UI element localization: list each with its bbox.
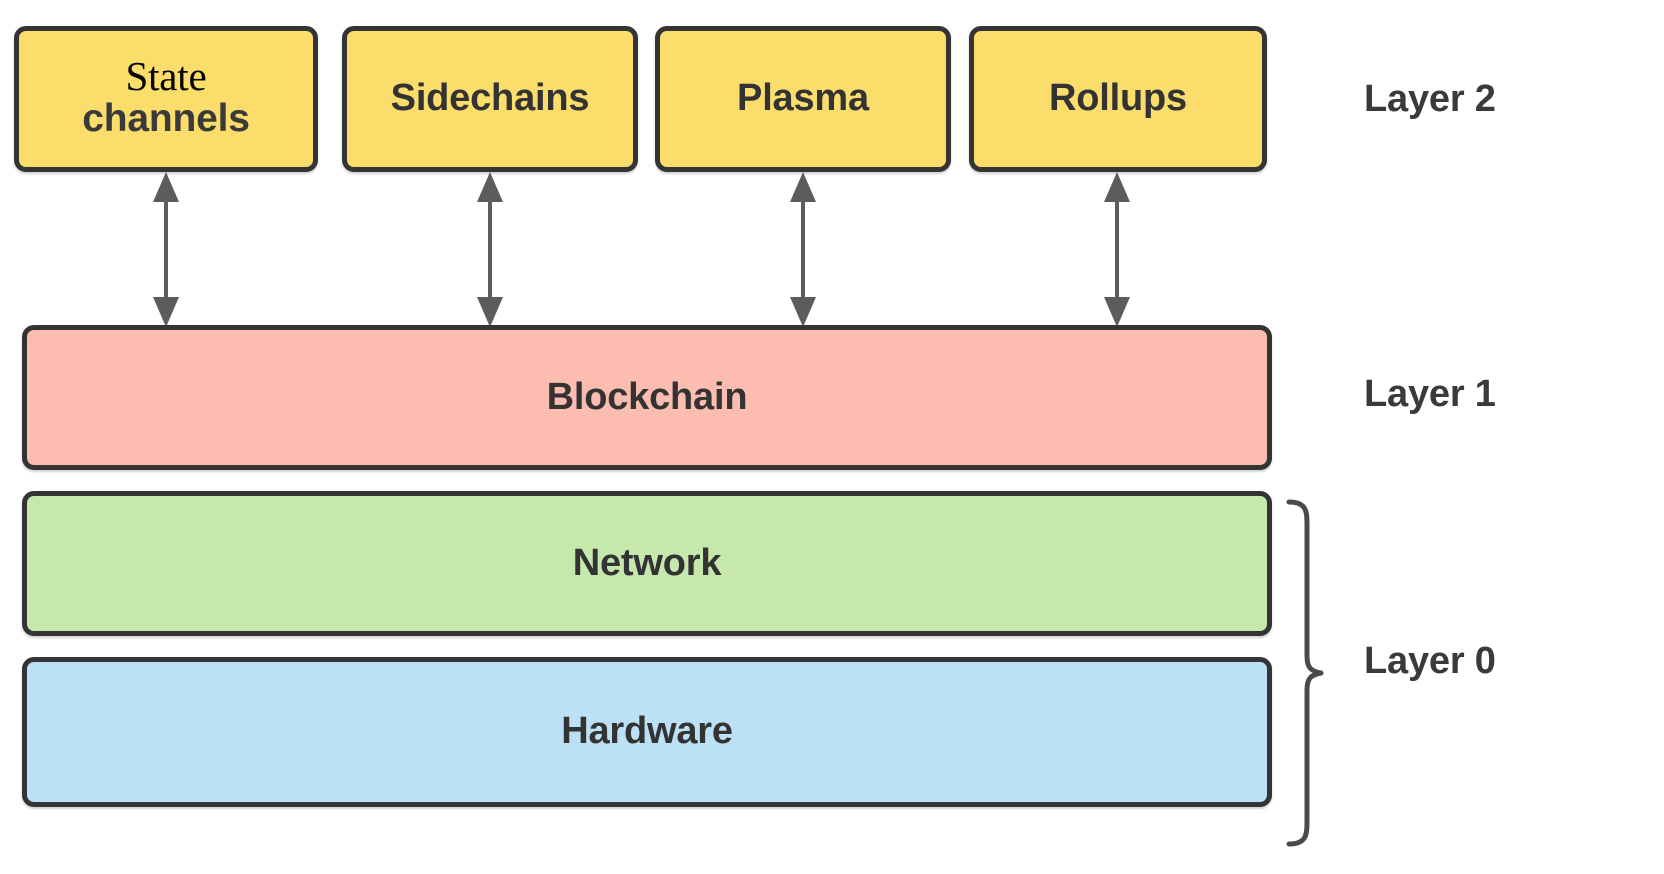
node-rollups-label: Rollups [1049,77,1187,120]
double-arrow-icon-plasma [790,172,816,327]
node-rollups[interactable]: Rollups [969,26,1267,172]
state-channels-label-line2: channels [82,96,250,140]
layer-label-layer-0: Layer 0 [1364,640,1496,683]
layer-label-layer-2: Layer 2 [1364,78,1496,121]
node-hardware-label: Hardware [561,710,733,753]
state-channels-label-line1: State [125,52,207,99]
layer-label-layer-1: Layer 1 [1364,373,1496,416]
double-arrow-icon-sidechains [477,172,503,327]
node-blockchain-label: Blockchain [546,375,748,418]
node-blockchain[interactable]: Blockchain [22,325,1272,470]
node-state-channels[interactable]: State channels [14,26,318,172]
node-plasma[interactable]: Plasma [655,26,951,172]
node-network[interactable]: Network [22,491,1272,636]
node-network-label: Network [572,541,722,584]
state-channels-label-stack: State channels [82,52,250,141]
layer-label-layer-1-text: Layer 1 [1364,373,1496,415]
layer-label-layer-0-text: Layer 0 [1364,640,1496,682]
node-sidechains-label: Sidechains [390,77,590,120]
node-plasma-label: Plasma [737,77,869,120]
node-sidechains[interactable]: Sidechains [342,26,638,172]
double-arrow-icon-rollups [1104,172,1130,327]
double-arrow-icon-state-channels [153,172,179,327]
curly-brace-icon-layer0 [1286,499,1324,847]
node-hardware[interactable]: Hardware [22,657,1272,807]
layer-label-layer-2-text: Layer 2 [1364,78,1496,120]
